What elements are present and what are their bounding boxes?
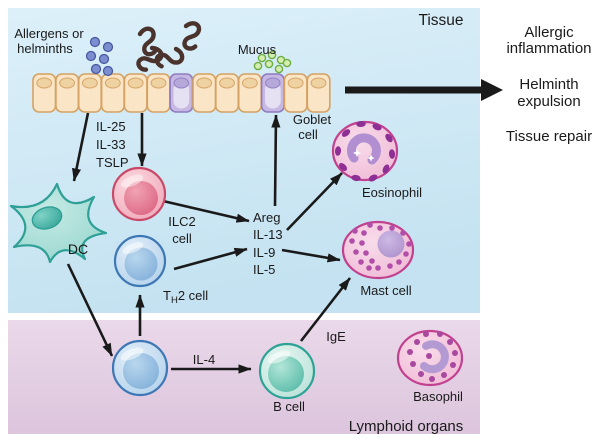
allergens-label-line1: Allergens or [14,26,84,41]
outcome-helminth-line2: expulsion [517,93,580,110]
basophil-cell [396,329,464,387]
ilc2-cell [111,166,167,222]
epithelial-cell [32,73,57,113]
arrow-ilc2-to-cytokines [162,199,250,223]
arrow-cytokines-to-mast [281,248,341,263]
epithelial-cell [100,73,125,113]
goblet-label-line2: cell [298,127,318,142]
basophil-granules [407,331,458,382]
epithelial-cell [306,73,331,113]
ige-label: IgE [326,329,346,344]
arrow-ige-to-mast [299,277,352,342]
dc-nucleus [31,206,63,230]
outcome-helminth-line1: Helminth [519,76,578,93]
epithelial-cell [215,73,240,113]
b-cell-label: B cell [273,399,305,414]
b-cell [258,342,316,400]
cytokine-il5: IL-5 [253,262,275,277]
outcome-arrow [345,79,503,101]
cytokine-il25: IL-25 [96,119,126,134]
goblet-cell [260,73,285,113]
goblet-cell [169,73,194,113]
basophil-nucleus [420,340,449,374]
eosinophil-granules [334,120,396,182]
allergens-label-line2: helminths [17,41,73,56]
eosinophil-cell [331,120,399,182]
basophil-label: Basophil [413,389,463,404]
cytokine-il13: IL-13 [253,227,283,242]
lymphoid-region-label: Lymphoid organs [349,418,464,435]
naive-t-cell [111,339,169,397]
mast-granules [349,222,412,271]
epithelial-cell [192,73,217,113]
arrow-dc-to-naive-t [66,263,114,357]
arrow-epithelium-to-dc [72,112,90,182]
signal-arrows [66,112,352,374]
lymphoid-region [8,320,480,434]
epithelial-cell [237,73,263,113]
outcome-allergic-line1: Allergic [524,24,574,41]
epithelial-cell [283,73,308,113]
outcome-allergic-line2: inflammation [506,40,591,57]
cytokine-areg: Areg [253,210,280,225]
eosinophil-nucleus [346,133,381,165]
arrow-cytokines-to-goblet [271,114,281,207]
cytokine-il9: IL-9 [253,245,275,260]
eosinophil-nucleus-specks [353,149,375,162]
outcome-tissue-repair: Tissue repair [506,128,592,145]
tissue-region-label: Tissue [418,12,463,29]
mast-cell [341,220,415,280]
ilc2-label-line2: cell [172,231,192,246]
mast-nucleus [377,230,405,258]
mucus-label: Mucus [238,42,277,57]
eosinophil-label: Eosinophil [362,185,422,200]
dc-cell [9,182,108,264]
arrow-cytokines-to-eosinophil [286,172,343,231]
epithelial-cell [77,73,102,113]
cytokine-il33: IL-33 [96,137,126,152]
mast-cell-label: Mast cell [360,283,411,298]
epithelial-cell [146,73,171,113]
dc-label: DC [68,241,88,257]
ilc2-label-line1: ILC2 [168,214,195,229]
goblet-label-line1: Goblet [293,112,332,127]
arrow-th2-to-cytokines [173,247,248,271]
epithelium [32,73,331,113]
il4-label: IL-4 [193,352,215,367]
th2-label: TH2 cell [163,288,208,306]
epithelial-cell [123,73,148,113]
th2-cell [113,234,167,288]
epithelial-cell [55,73,80,113]
cytokine-tslp: TSLP [96,155,129,170]
